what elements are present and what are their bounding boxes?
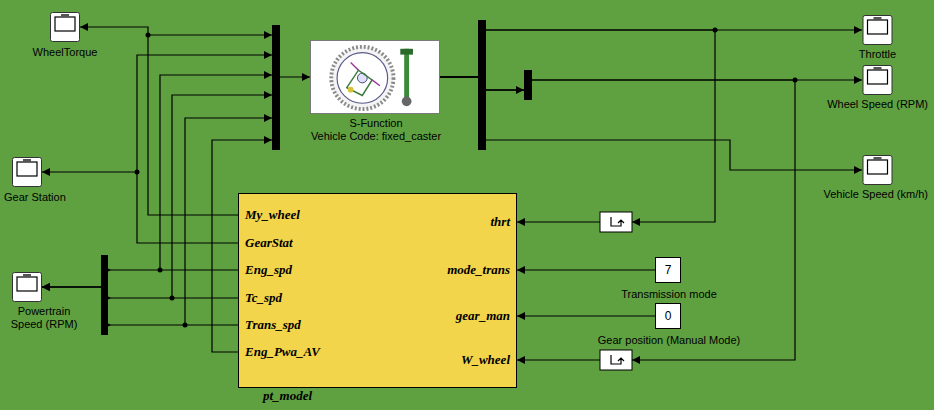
signal-line bbox=[42, 287, 238, 298]
subsystem-block: My_wheelGearStatEng_spdTc_spdTrans_spdEn… bbox=[238, 193, 517, 388]
block-name: Transmission mode bbox=[609, 288, 729, 301]
block-name: Gear Station bbox=[4, 191, 94, 204]
mux-bar bbox=[101, 255, 108, 335]
port-label: My_wheel bbox=[245, 207, 300, 222]
scope-icon bbox=[12, 272, 42, 302]
signal-line bbox=[440, 30, 862, 77]
block-name: Gear position (Manual Mode) bbox=[579, 334, 759, 347]
scope-block: Throttle bbox=[862, 15, 893, 45]
port-label: W_wheel bbox=[461, 352, 510, 367]
signal-line bbox=[517, 315, 655, 316]
port-label: Tc_spd bbox=[245, 290, 282, 305]
scope-icon bbox=[862, 65, 893, 95]
scope-icon bbox=[862, 155, 893, 185]
block-name: Vehicle Code: fixed_caster bbox=[286, 130, 466, 143]
port-label: Trans_spd bbox=[245, 317, 301, 332]
constant-value: 0 bbox=[656, 303, 680, 329]
s-function-block: S-FunctionVehicle Code: fixed_caster bbox=[310, 40, 440, 114]
block-name: S-Function bbox=[286, 117, 466, 130]
block-name: Powertrain Speed (RPM) bbox=[4, 305, 84, 331]
signal-line bbox=[42, 270, 238, 287]
port-label: mode_trans bbox=[447, 262, 510, 277]
signal-line bbox=[440, 77, 862, 170]
block-name: Throttle bbox=[842, 48, 913, 61]
signal-line bbox=[42, 172, 238, 243]
block-name: Vehicle Speed (km/h) bbox=[772, 188, 928, 201]
constant-value: 7 bbox=[656, 257, 680, 283]
vehicle-wheel-picture bbox=[311, 41, 439, 113]
port-label: thrt bbox=[490, 214, 510, 229]
constant-block: 7Transmission mode bbox=[655, 257, 681, 283]
port-label: Eng_Pwa_AV bbox=[245, 344, 320, 359]
scope-block: Gear Station bbox=[12, 157, 42, 187]
mux-bar bbox=[524, 70, 532, 100]
port-label: GearStat bbox=[245, 235, 293, 250]
scope-icon bbox=[862, 15, 893, 45]
scope-block: Vehicle Speed (km/h) bbox=[862, 155, 893, 185]
signal-line bbox=[440, 77, 795, 360]
memory-block bbox=[600, 212, 632, 232]
scope-block: Powertrain Speed (RPM) bbox=[12, 272, 42, 302]
block-name: Wheel Speed (RPM) bbox=[800, 98, 928, 111]
constant-block: 0Gear position (Manual Mode) bbox=[655, 303, 681, 329]
port-label: gear_man bbox=[456, 308, 510, 323]
memory-block bbox=[600, 350, 632, 370]
signal-line bbox=[440, 77, 862, 90]
scope-icon bbox=[12, 157, 42, 187]
scope-block: WheelTorque bbox=[50, 12, 80, 42]
demux-bar bbox=[478, 20, 486, 150]
port-label: Eng_spd bbox=[245, 262, 292, 277]
block-name: pt_model bbox=[263, 388, 312, 403]
block-name: WheelTorque bbox=[28, 46, 102, 59]
signal-line bbox=[517, 269, 655, 270]
scope-block: Wheel Speed (RPM) bbox=[862, 65, 893, 95]
mux-bar bbox=[272, 25, 280, 150]
scope-icon bbox=[50, 12, 80, 42]
